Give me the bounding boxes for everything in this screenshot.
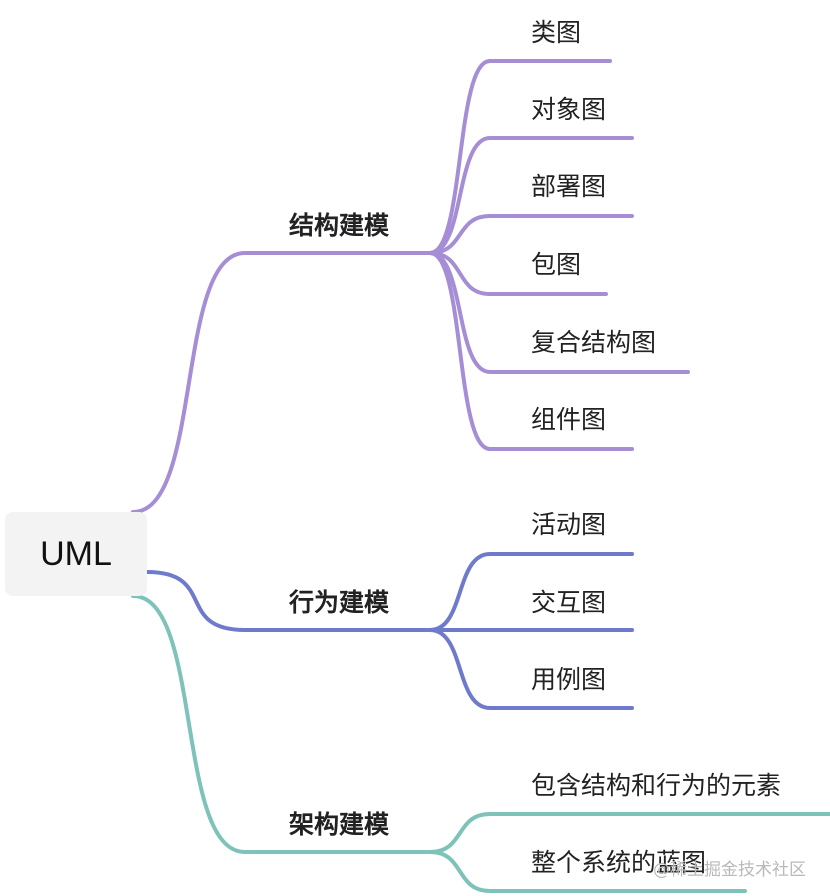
leaf-object-diagram[interactable]: 对象图: [531, 95, 607, 124]
leaf-system-blueprint[interactable]: 整个系统的蓝图: [531, 848, 707, 877]
branch-architecture-modeling[interactable]: 架构建模: [289, 810, 390, 839]
branch-to-leaf-connector: [428, 59, 612, 255]
branch-behavior-modeling[interactable]: 行为建模: [289, 588, 390, 617]
root-label: UML: [40, 534, 112, 573]
leaf-use-case-diagram[interactable]: 用例图: [531, 665, 607, 694]
branch-to-leaf-connector: [428, 628, 634, 710]
branch-to-leaf-connector: [428, 214, 634, 255]
watermark: @稀土掘金技术社区: [653, 860, 806, 880]
root-node-uml[interactable]: UML: [5, 512, 147, 596]
branch-to-leaf-connector: [428, 251, 608, 296]
leaf-activity-diagram[interactable]: 活动图: [531, 510, 607, 539]
branch-to-leaf-connector: [428, 136, 634, 255]
branch-to-leaf-connector: [428, 850, 747, 893]
leaf-interaction-diagram[interactable]: 交互图: [531, 588, 607, 617]
leaf-class-diagram[interactable]: 类图: [531, 18, 582, 47]
branch-to-leaf-connector: [428, 251, 634, 451]
leaf-package-diagram[interactable]: 包图: [531, 250, 582, 279]
branch-structure-modeling[interactable]: 结构建模: [289, 211, 390, 240]
branch-to-leaf-connector: [428, 552, 634, 632]
root-to-branch-connector: [131, 251, 432, 514]
root-to-branch-connector: [145, 570, 432, 632]
leaf-structure-behavior-elements[interactable]: 包含结构和行为的元素: [531, 771, 782, 800]
root-to-branch-connector: [131, 594, 432, 854]
leaf-component-diagram[interactable]: 组件图: [531, 405, 607, 434]
leaf-deployment-diagram[interactable]: 部署图: [531, 172, 607, 201]
branch-to-leaf-connector: [428, 812, 830, 854]
leaf-composite-structure-diagram[interactable]: 复合结构图: [531, 328, 657, 357]
